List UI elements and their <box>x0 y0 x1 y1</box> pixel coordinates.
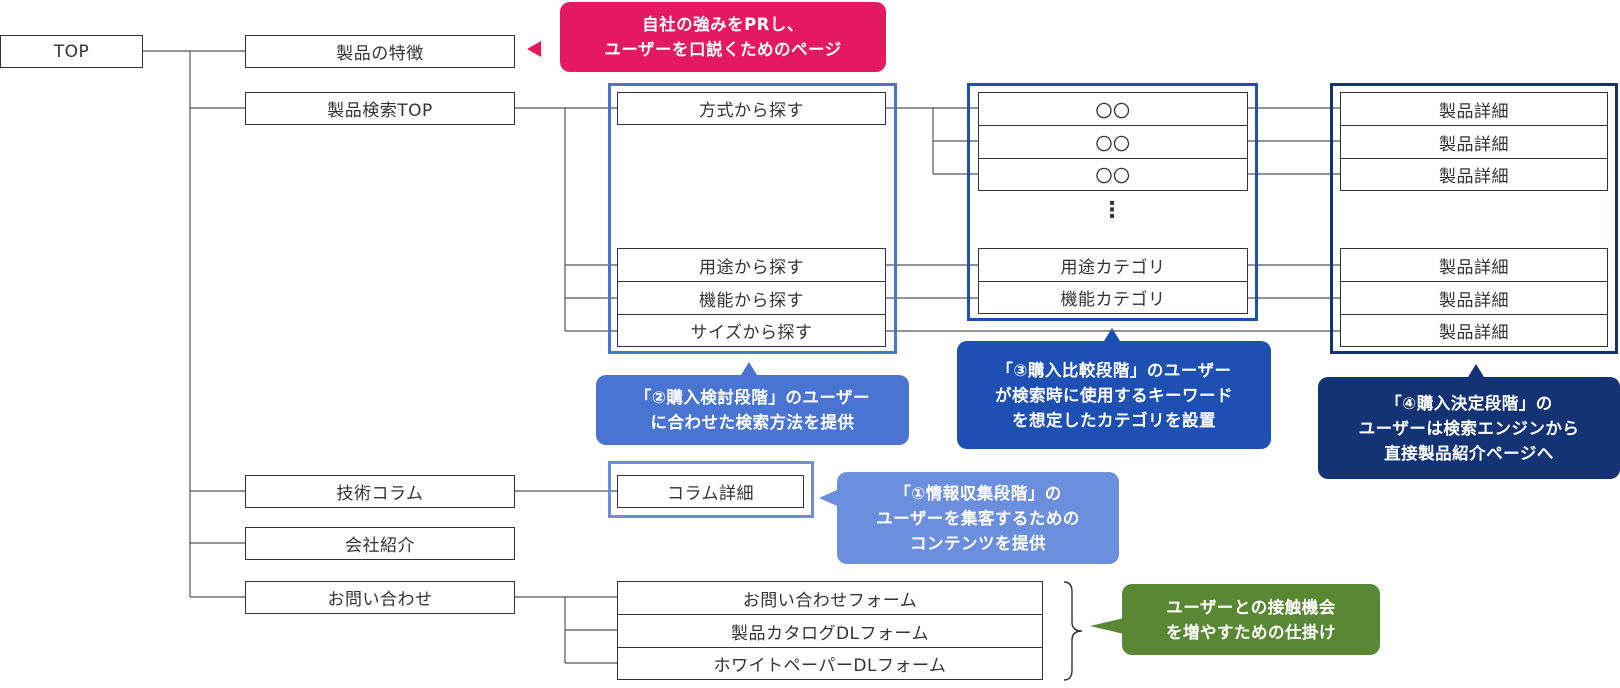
node-contact[interactable]: お問い合わせ <box>245 581 515 614</box>
node-whitepaper-form[interactable]: ホワイトペーパーDLフォーム <box>617 647 1043 680</box>
forms-brace <box>1063 581 1083 681</box>
stage3-callout: 「③購入比較段階」のユーザー が検索時に使用するキーワード を想定したカテゴリを… <box>957 341 1271 449</box>
node-category-3[interactable]: 〇〇 <box>978 158 1248 191</box>
stage4-callout-tail <box>1468 364 1484 377</box>
stage3-group-frame <box>967 83 1258 321</box>
callout-line: が検索時に使用するキーワード <box>995 385 1233 405</box>
callout-line: を増やすための仕掛け <box>1166 622 1336 642</box>
node-top[interactable]: TOP <box>0 35 143 68</box>
callout-line: に合わせた検索方法を提供 <box>650 413 855 432</box>
node-product-detail[interactable]: 製品詳細 <box>1340 158 1608 191</box>
node-company[interactable]: 会社紹介 <box>245 527 515 560</box>
node-search-top[interactable]: 製品検索TOP <box>245 92 515 125</box>
callout-line: 自社の強みをPRし、 <box>642 15 804 34</box>
node-catalog-form[interactable]: 製品カタログDLフォーム <box>617 614 1043 648</box>
callout-line: ユーザーを口説くためのページ <box>604 40 842 59</box>
stage1-group-frame <box>608 461 814 518</box>
callout-line: を想定したカテゴリを設置 <box>1012 410 1216 430</box>
node-tech-column[interactable]: 技術コラム <box>245 475 515 508</box>
stage4-group-frame <box>1330 83 1618 354</box>
stage1-callout: 「①情報収集段階」の ユーザーを集客するための コンテンツを提供 <box>837 472 1119 564</box>
ellipsis-vertical: ⋮ <box>1101 198 1123 223</box>
callout-line: 「③購入比較段階」のユーザー <box>996 360 1232 380</box>
stage1-callout-tail <box>819 490 837 506</box>
node-product-detail[interactable]: 製品詳細 <box>1340 314 1608 347</box>
stage2-callout: 「②購入検討段階」のユーザー に合わせた検索方法を提供 <box>596 375 909 445</box>
node-features[interactable]: 製品の特徴 <box>245 35 515 68</box>
stage4-callout: 「④購入決定段階」の ユーザーは検索エンジンから 直接製品紹介ページへ <box>1318 377 1620 479</box>
node-search-size[interactable]: サイズから探す <box>617 314 886 347</box>
node-contact-form[interactable]: お問い合わせフォーム <box>617 581 1043 615</box>
node-search-method[interactable]: 方式から探す <box>617 92 886 125</box>
callout-line: 直接製品紹介ページへ <box>1384 443 1554 463</box>
node-category-function[interactable]: 機能カテゴリ <box>978 281 1248 314</box>
node-product-detail[interactable]: 製品詳細 <box>1340 281 1608 315</box>
pr-callout-tail <box>527 41 541 57</box>
stage2-callout-tail <box>741 362 757 375</box>
callout-line: 「①情報収集段階」の <box>894 483 1062 503</box>
node-product-detail[interactable]: 製品詳細 <box>1340 248 1608 282</box>
node-search-function[interactable]: 機能から探す <box>617 281 886 315</box>
node-category-2[interactable]: 〇〇 <box>978 125 1248 159</box>
node-column-detail[interactable]: コラム詳細 <box>617 475 804 508</box>
callout-line: ユーザーとの接触機会 <box>1166 597 1336 617</box>
pr-callout: 自社の強みをPRし、 ユーザーを口説くためのページ <box>560 2 886 72</box>
node-product-detail[interactable]: 製品詳細 <box>1340 92 1608 126</box>
callout-line: ユーザーを集客するための <box>876 508 1080 528</box>
contact-callout-tail <box>1090 618 1124 634</box>
callout-line: ユーザーは検索エンジンから <box>1358 418 1580 438</box>
contact-callout: ユーザーとの接触機会 を増やすための仕掛け <box>1122 584 1380 655</box>
callout-line: 「②購入検討段階」のユーザー <box>634 388 871 407</box>
callout-line: コンテンツを提供 <box>910 533 1046 553</box>
node-product-detail[interactable]: 製品詳細 <box>1340 125 1608 159</box>
node-category-use[interactable]: 用途カテゴリ <box>978 248 1248 282</box>
callout-line: 「④購入決定段階」の <box>1385 393 1553 413</box>
node-search-use[interactable]: 用途から探す <box>617 248 886 282</box>
node-category-1[interactable]: 〇〇 <box>978 92 1248 126</box>
stage2-group-frame <box>608 83 897 354</box>
stage3-callout-tail <box>1104 328 1120 341</box>
